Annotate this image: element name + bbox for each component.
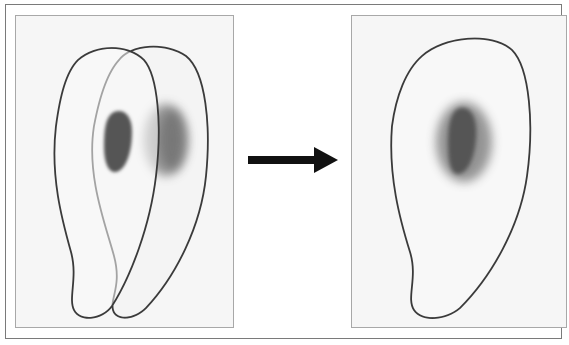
figure-frame bbox=[5, 4, 562, 339]
panel-before bbox=[15, 15, 234, 328]
transition-arrow bbox=[248, 145, 340, 180]
right-arrow-icon bbox=[248, 145, 340, 175]
two-overlapping-cells-icon bbox=[16, 16, 234, 328]
panel-after bbox=[351, 15, 567, 328]
merged-cell-icon bbox=[352, 16, 567, 328]
